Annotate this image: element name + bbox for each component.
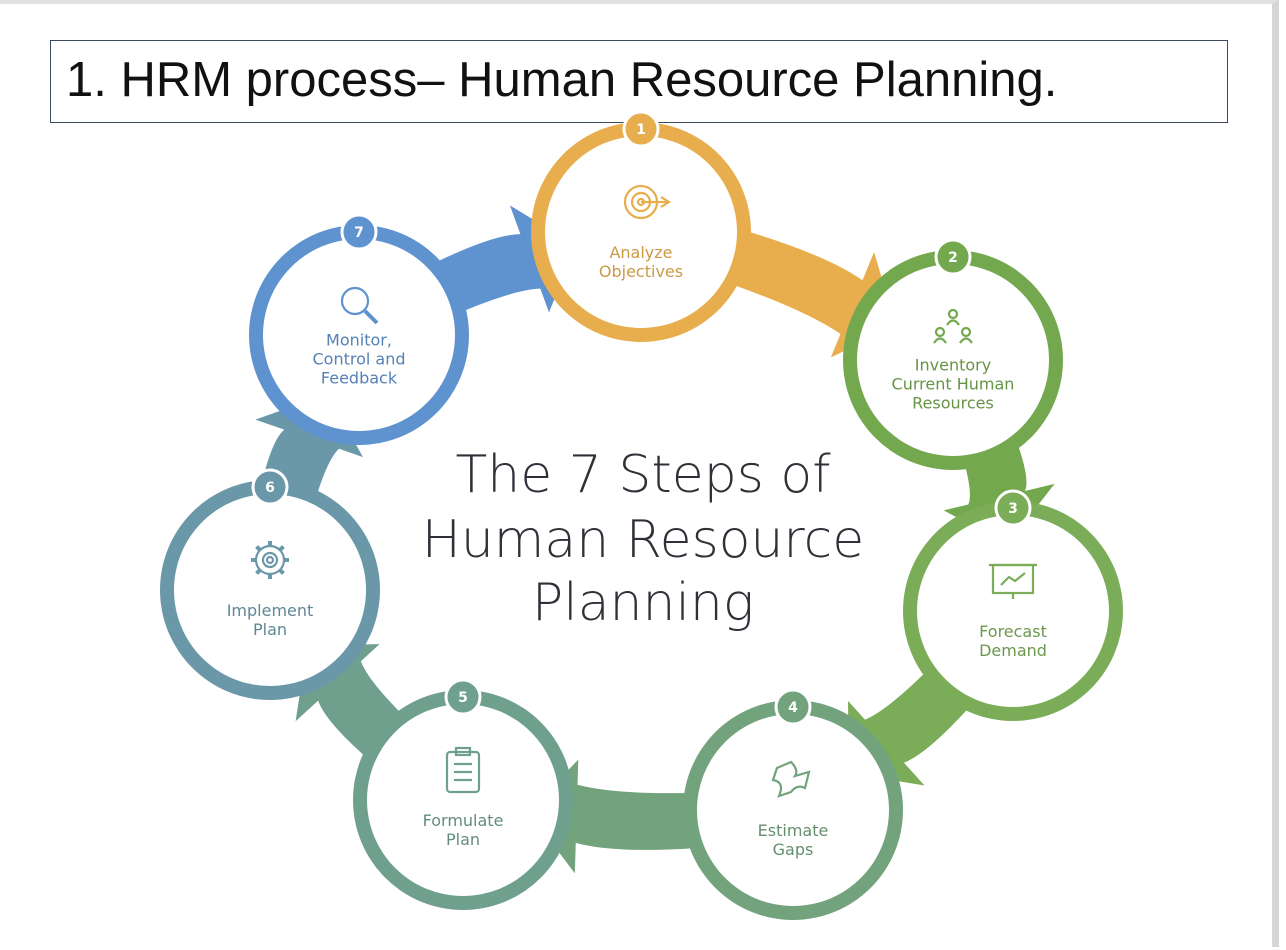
step-disc — [174, 494, 366, 686]
step-disc — [917, 515, 1109, 707]
people-network-icon — [933, 308, 973, 344]
step-label-line: Resources — [912, 394, 994, 413]
step-label-line: Objectives — [599, 262, 683, 281]
puzzle-piece-icon — [771, 760, 811, 798]
step-label-line: Analyze — [609, 243, 672, 262]
center-title-line-2: Human Resource — [422, 510, 865, 570]
presentation-chart-icon — [989, 563, 1037, 599]
target-icon — [623, 184, 672, 220]
slide-title-box: 1. HRM process– Human Resource Planning. — [50, 40, 1228, 123]
slide-title: 1. HRM process– Human Resource Planning. — [66, 53, 1058, 107]
step-disc — [263, 239, 455, 431]
step-disc — [857, 264, 1049, 456]
step-label-line: Gaps — [773, 840, 814, 859]
step-number-badge — [774, 688, 812, 726]
step-label-line: Control and — [312, 350, 405, 369]
step-label-line: Forecast — [979, 622, 1047, 641]
step-label-line: Current Human — [892, 375, 1015, 394]
step-label-line: Feedback — [321, 369, 398, 388]
step-number: 4 — [788, 700, 798, 716]
step-number: 3 — [1008, 501, 1018, 517]
magnifier-icon — [340, 286, 379, 325]
step-number-badge — [934, 238, 972, 276]
gear-icon — [251, 541, 289, 579]
clipboard-icon — [445, 746, 481, 794]
center-title: The 7 Steps of Human Resource Planning — [422, 445, 865, 633]
step-number-badge — [340, 213, 378, 251]
step-number: 1 — [636, 122, 646, 138]
step-label-line: Demand — [979, 641, 1047, 660]
step-label-line: Monitor, — [326, 331, 392, 350]
center-title-line-3: Planning — [532, 573, 754, 633]
step-label-line: Estimate — [758, 821, 829, 840]
center-title-line-1: The 7 Steps of — [456, 445, 832, 505]
step-label-line: Implement — [227, 601, 314, 620]
step-number-badge — [444, 678, 482, 716]
step-label-line: Plan — [253, 620, 287, 639]
step-label-line: Plan — [446, 830, 480, 849]
step-number-badge — [994, 489, 1032, 527]
step-disc — [367, 704, 559, 896]
step-number-badge — [622, 110, 660, 148]
step-number: 2 — [948, 250, 958, 266]
step-label-line: Inventory — [915, 356, 991, 375]
step-number: 6 — [265, 480, 275, 496]
step-disc — [545, 136, 737, 328]
step-disc — [697, 714, 889, 906]
step-number-badge — [251, 468, 289, 506]
step-label-line: Formulate — [423, 811, 504, 830]
step-number: 5 — [458, 690, 468, 706]
step-number: 7 — [354, 225, 364, 241]
